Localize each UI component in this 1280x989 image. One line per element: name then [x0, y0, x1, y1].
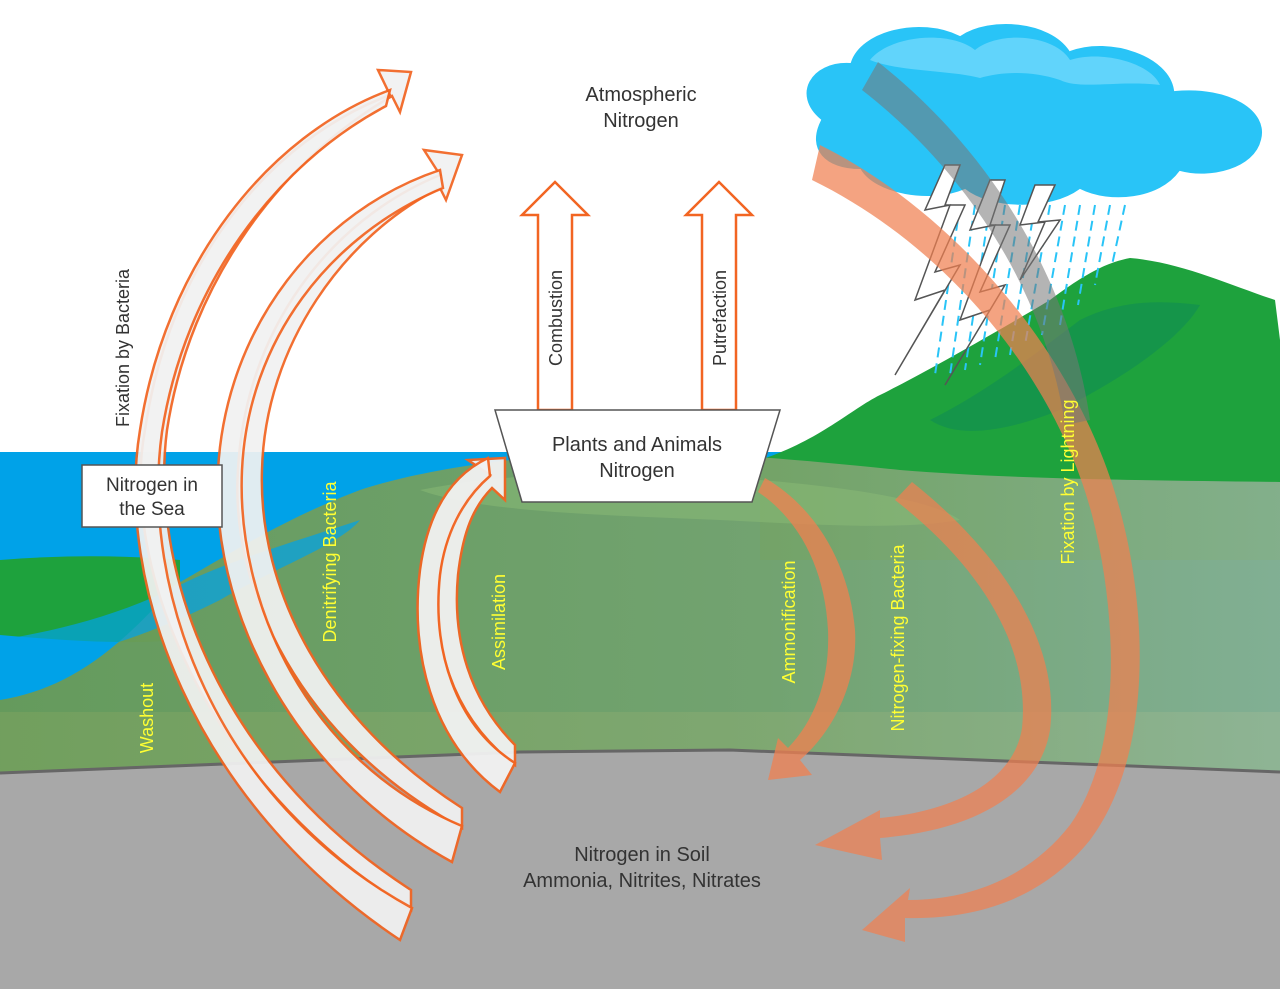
putrefaction-arrow [682, 180, 756, 412]
atmospheric-nitrogen-line1: Atmospheric [585, 84, 696, 106]
ammonification-label: Ammonification [779, 560, 799, 683]
assimilation-arrow [416, 456, 517, 794]
fixation-by-lightning-arrow [812, 145, 1140, 942]
lightning-gray-arrow [862, 62, 1090, 425]
putrefaction-label: Putrefaction [710, 270, 730, 366]
nitrogen-fixing-bacteria-arrow [815, 482, 1052, 860]
combustion-arrow [518, 180, 592, 412]
denitrifying-bacteria-arrow [216, 148, 464, 864]
atmospheric-nitrogen-line2: Nitrogen [603, 110, 679, 132]
storm-cloud-icon [804, 22, 1265, 207]
combustion-label: Combustion [546, 270, 566, 366]
ammonification-arrow [758, 478, 856, 780]
plants-animals-line2: Nitrogen [599, 460, 675, 482]
plants-animals-line1: Plants and Animals [552, 434, 722, 456]
washout-label: Washout [137, 683, 157, 753]
nitrogen-soil-line2: Ammonia, Nitrites, Nitrates [523, 870, 761, 892]
fixation-by-bacteria-label: Fixation by Bacteria [113, 268, 133, 427]
nitrogen-fixing-bacteria-label: Nitrogen-fixing Bacteria [888, 543, 908, 731]
nitrogen-sea-box [81, 464, 223, 528]
nitrogen-soil-line1: Nitrogen in Soil [574, 844, 710, 866]
fixation-by-lightning-label: Fixation by Lightning [1058, 399, 1078, 564]
fixation-by-bacteria-arrow [134, 68, 414, 942]
nitrogen-sea-line1: Nitrogen in [106, 475, 198, 496]
denitrifying-bacteria-label: Denitrifying Bacteria [320, 480, 340, 642]
plants-animals-box [493, 409, 782, 503]
nitrogen-sea-line2: the Sea [119, 499, 185, 520]
assimilation-label: Assimilation [489, 574, 509, 670]
